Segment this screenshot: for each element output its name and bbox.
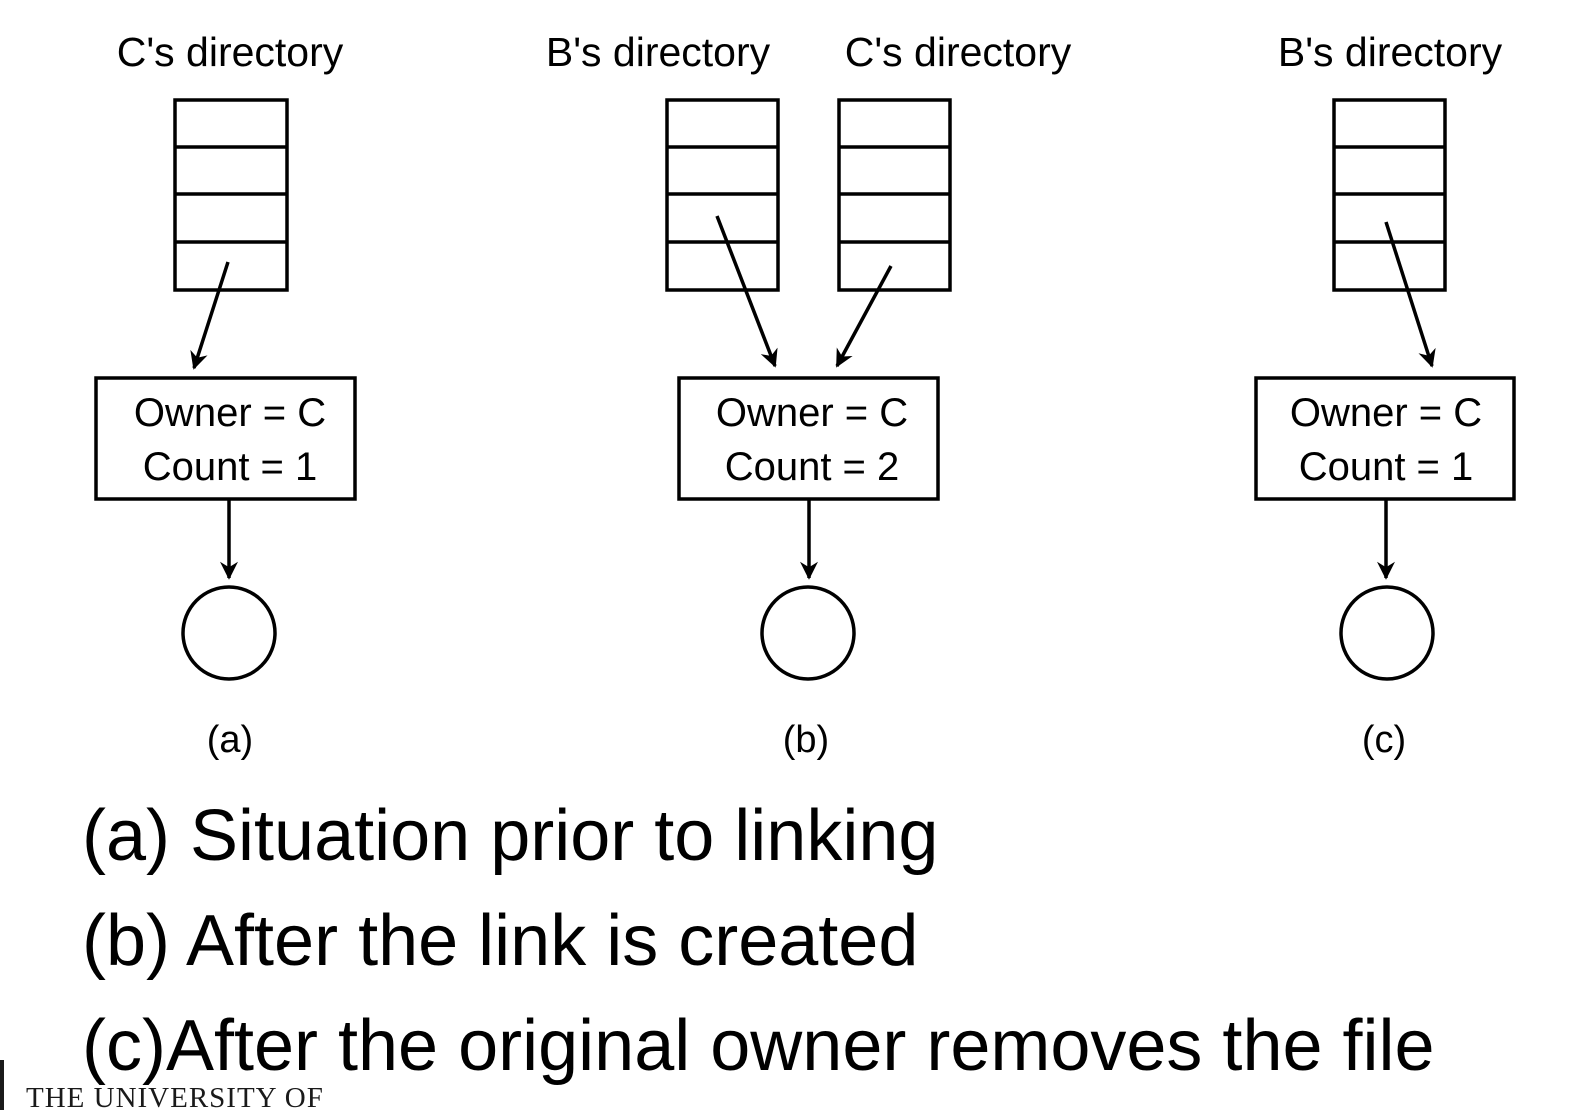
panel-c-owner-text: Owner = C bbox=[1290, 391, 1482, 435]
panel-a-file-node bbox=[181, 585, 277, 681]
caption-c: (c)After the original owner removes the … bbox=[82, 1006, 1435, 1086]
panel-b-count-text: Count = 2 bbox=[725, 445, 900, 489]
panel-a: C's directory Owner = C Count = 1 (a) bbox=[94, 29, 357, 761]
panel-b-directory-c-arrow bbox=[835, 265, 893, 368]
panel-b-directory-b-table bbox=[665, 98, 780, 292]
university-logo: THE UNIVERSITY OF bbox=[0, 1060, 340, 1110]
panel-c: B's directory Owner = C Count = 1 (c) bbox=[1254, 29, 1516, 761]
caption-a: (a) Situation prior to linking bbox=[82, 796, 939, 876]
panel-c-directory-b-table bbox=[1332, 98, 1447, 292]
panel-b: B's directory C's directory Owner = C Co… bbox=[546, 29, 1072, 761]
panel-c-count-text: Count = 1 bbox=[1299, 445, 1474, 489]
panel-b-file-node bbox=[760, 585, 856, 681]
panel-b-directory-b-arrow bbox=[715, 215, 778, 368]
panel-c-directory-arrow bbox=[1384, 221, 1436, 368]
university-logo-text: THE UNIVERSITY OF bbox=[26, 1082, 324, 1110]
panel-b-owner-text: Owner = C bbox=[716, 391, 908, 435]
panel-c-directory-b-label: B's directory bbox=[1278, 29, 1503, 75]
logo-bar bbox=[0, 1060, 4, 1110]
caption-b: (b) After the link is created bbox=[82, 901, 919, 981]
panel-c-label: (c) bbox=[1362, 719, 1406, 761]
panel-a-owner-text: Owner = C bbox=[134, 391, 326, 435]
panel-a-directory-c-label: C's directory bbox=[117, 29, 344, 75]
panel-a-inode-box bbox=[94, 376, 357, 501]
panel-b-directory-c-table bbox=[837, 98, 952, 292]
panel-b-label: (b) bbox=[783, 719, 829, 761]
panel-b-directory-c-label: C's directory bbox=[845, 29, 1072, 75]
panel-a-label: (a) bbox=[207, 719, 253, 761]
panel-a-directory-c-table bbox=[173, 98, 289, 292]
panel-c-file-node bbox=[1339, 585, 1435, 681]
panel-a-count-text: Count = 1 bbox=[143, 445, 318, 489]
panel-b-directory-b-label: B's directory bbox=[546, 29, 771, 75]
panel-a-directory-arrow bbox=[190, 261, 230, 370]
